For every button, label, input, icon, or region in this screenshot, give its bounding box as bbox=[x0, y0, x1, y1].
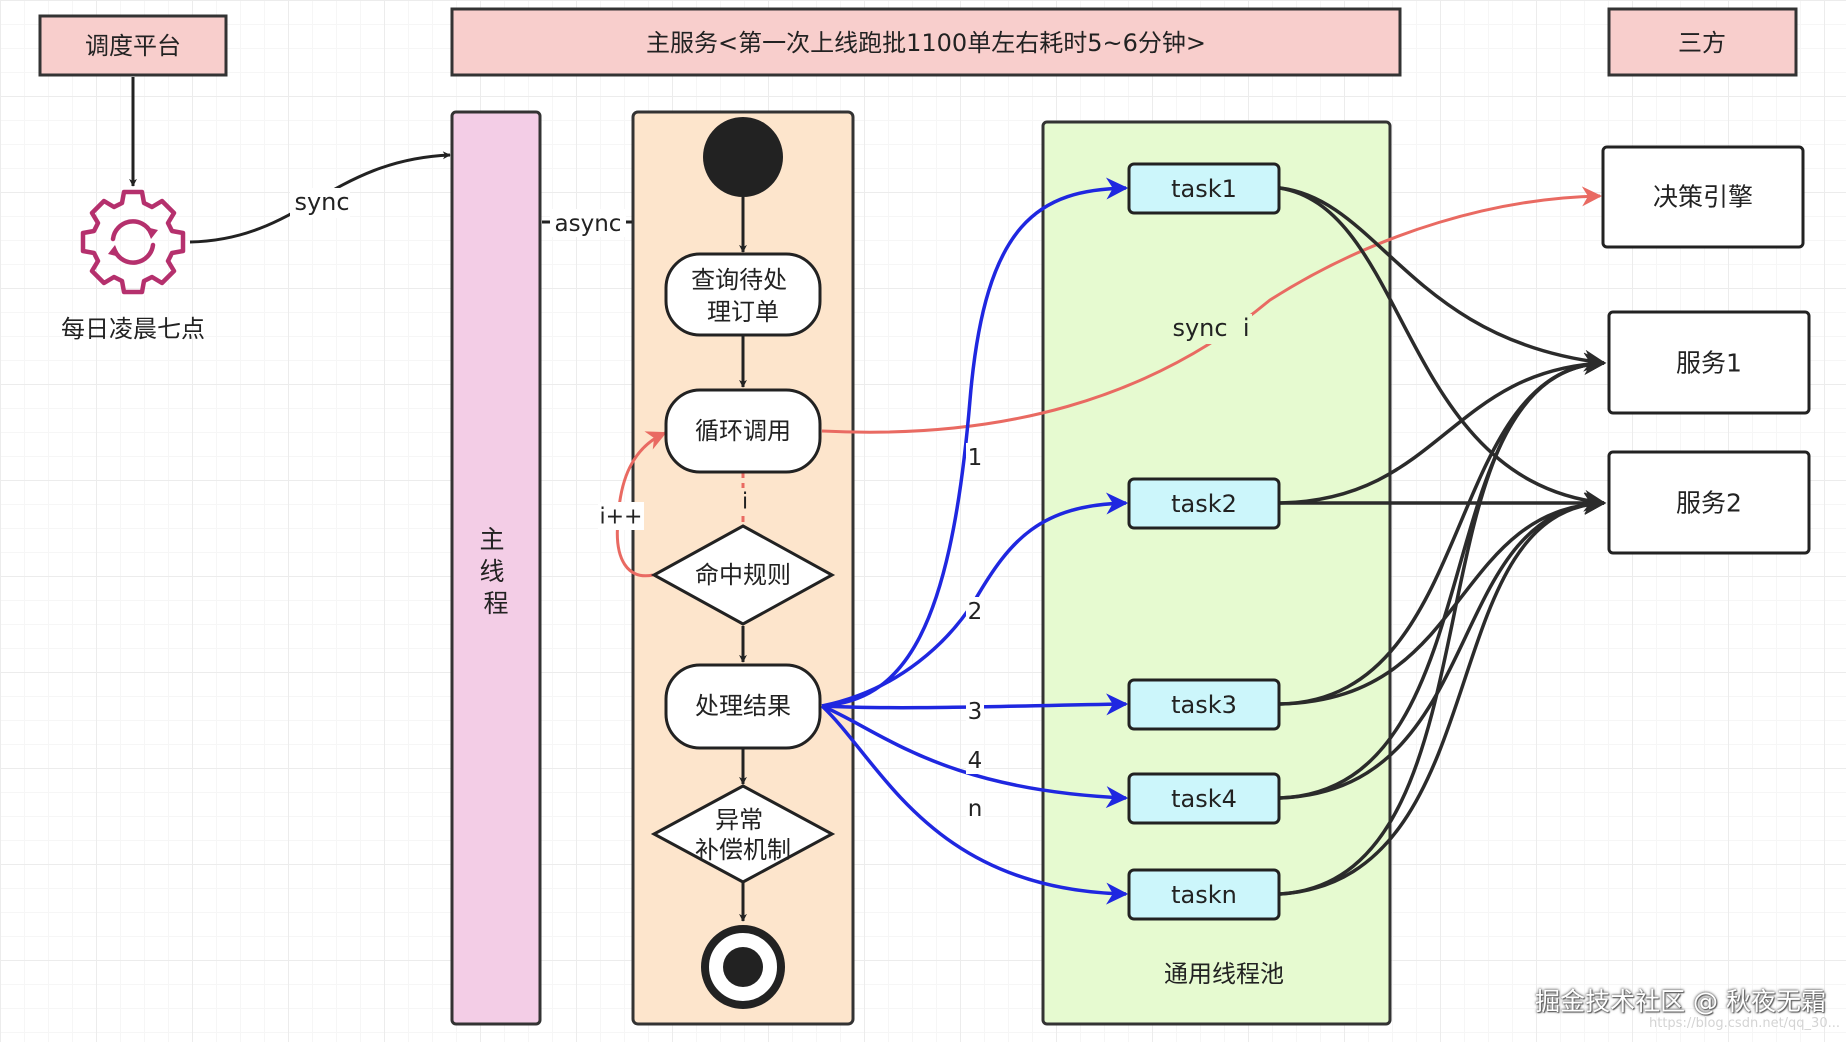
task1-label: task1 bbox=[1171, 175, 1237, 203]
header-main-service-label: 主服务<第一次上线跑批1100单左右耗时5~6分钟> bbox=[646, 29, 1206, 57]
main-thread-char-3: 程 bbox=[483, 589, 508, 618]
flow-compensate-node bbox=[650, 784, 836, 884]
edge-label-n-bg bbox=[966, 794, 984, 822]
edge-loop-to-decision-engine bbox=[821, 186, 1602, 434]
service1-label: 服务1 bbox=[1676, 349, 1742, 378]
edge-task1-to-service1 bbox=[1279, 186, 1607, 372]
edge-label-1: 1 bbox=[968, 445, 983, 471]
flow-process-node bbox=[664, 663, 822, 750]
edge-label-4-bg bbox=[966, 746, 984, 774]
decision-engine-node bbox=[1601, 145, 1805, 249]
flow-rule-node bbox=[650, 524, 836, 626]
edge-label-async: async bbox=[555, 211, 622, 237]
edge-label-3: 3 bbox=[968, 699, 983, 725]
service1-node bbox=[1607, 310, 1811, 415]
schedule-time-label: 每日凌晨七点 bbox=[61, 315, 205, 343]
edge-label-1-bg bbox=[966, 443, 984, 471]
flow-query-node bbox=[664, 252, 822, 337]
edge-task2-to-service1 bbox=[1279, 352, 1607, 505]
edge-taskn-to-service2 bbox=[1279, 492, 1607, 896]
flow-start-node bbox=[703, 117, 783, 197]
service2-node bbox=[1607, 450, 1811, 555]
main-thread-char-2: 线 bbox=[480, 557, 505, 586]
gear-outline bbox=[80, 189, 186, 295]
i-label-bg bbox=[734, 488, 752, 514]
task4-label: task4 bbox=[1171, 785, 1237, 813]
header-scheduler-label: 调度平台 bbox=[85, 32, 181, 60]
refresh-arrowhead-bottom bbox=[108, 245, 120, 257]
flow-query-line-2: 理订单 bbox=[707, 298, 779, 326]
main-thread-char-1: 主 bbox=[480, 525, 505, 554]
header-third-party-box bbox=[1607, 7, 1798, 77]
flow-loop-label: 循环调用 bbox=[695, 417, 791, 445]
task3-node bbox=[1127, 678, 1281, 731]
refresh-arc-top bbox=[110, 219, 154, 242]
edge-label-n: n bbox=[968, 796, 983, 822]
refresh-arc-bottom bbox=[112, 242, 156, 265]
edge-label-3-bg bbox=[966, 697, 984, 725]
edge-label-i-plus: i++ bbox=[600, 505, 643, 530]
scheduler-gear-icon bbox=[80, 189, 186, 295]
taskn-node bbox=[1127, 868, 1281, 921]
task4-node bbox=[1127, 772, 1281, 825]
main-thread-bar bbox=[450, 110, 542, 1026]
watermark-url: https://blog.csdn.net/qq_30... bbox=[1648, 1016, 1840, 1031]
task2-label: task2 bbox=[1171, 490, 1237, 518]
decision-engine-label: 决策引擎 bbox=[1653, 183, 1753, 212]
flow-process-label: 处理结果 bbox=[695, 692, 791, 720]
edge-taskn-to-service1 bbox=[1279, 352, 1607, 896]
sync-label-bg bbox=[290, 188, 350, 218]
flow-end-inner-dot bbox=[723, 947, 763, 987]
edge-label-2: 2 bbox=[968, 599, 983, 625]
edge-task1-to-service2 bbox=[1279, 186, 1607, 512]
main-thread-label: 主 线 程 bbox=[480, 525, 513, 618]
thread-pool-label: 通用线程池 bbox=[1164, 960, 1284, 988]
flow-compensate-label: 异常 补偿机制 bbox=[695, 806, 791, 864]
i-plus-label-bg bbox=[598, 502, 644, 530]
task1-node bbox=[1127, 162, 1281, 215]
header-third-party-label: 三方 bbox=[1678, 29, 1726, 57]
flow-compensate-line-2: 补偿机制 bbox=[695, 836, 791, 864]
flow-compensate-line-1: 异常 bbox=[715, 806, 763, 834]
watermark-main: 掘金技术社区 @ 秋夜无霜 bbox=[1535, 987, 1826, 1016]
edge-process-to-task4 bbox=[821, 704, 1129, 809]
edge-task4-to-service2 bbox=[1279, 492, 1607, 800]
flow-rule-label: 命中规则 bbox=[695, 561, 791, 589]
header-main-service-box bbox=[450, 7, 1402, 77]
service2-label: 服务2 bbox=[1676, 489, 1742, 518]
edge-label-i: i bbox=[742, 490, 748, 515]
edge-label-4: 4 bbox=[968, 748, 983, 774]
edge-process-to-task3 bbox=[821, 693, 1129, 716]
task2-node bbox=[1127, 477, 1281, 530]
edge-label-sync: sync bbox=[294, 188, 349, 216]
task3-label: task3 bbox=[1171, 691, 1237, 719]
flow-end-node bbox=[701, 925, 785, 1009]
flow-loop-node bbox=[664, 388, 822, 474]
edge-label-sync-i: sync i bbox=[1172, 314, 1249, 342]
edge-process-to-taskn bbox=[820, 704, 1129, 905]
header-scheduler-box bbox=[38, 14, 228, 77]
edge-label-2-bg bbox=[966, 597, 984, 625]
async-label-bg bbox=[550, 209, 626, 237]
flow-query-line-1: 查询待处 bbox=[691, 266, 787, 294]
taskn-label: taskn bbox=[1171, 881, 1237, 909]
sync-i-label-bg bbox=[1170, 314, 1252, 344]
refresh-arrowhead-top bbox=[146, 227, 158, 239]
flow-query-label: 查询待处 理订单 bbox=[691, 266, 795, 326]
